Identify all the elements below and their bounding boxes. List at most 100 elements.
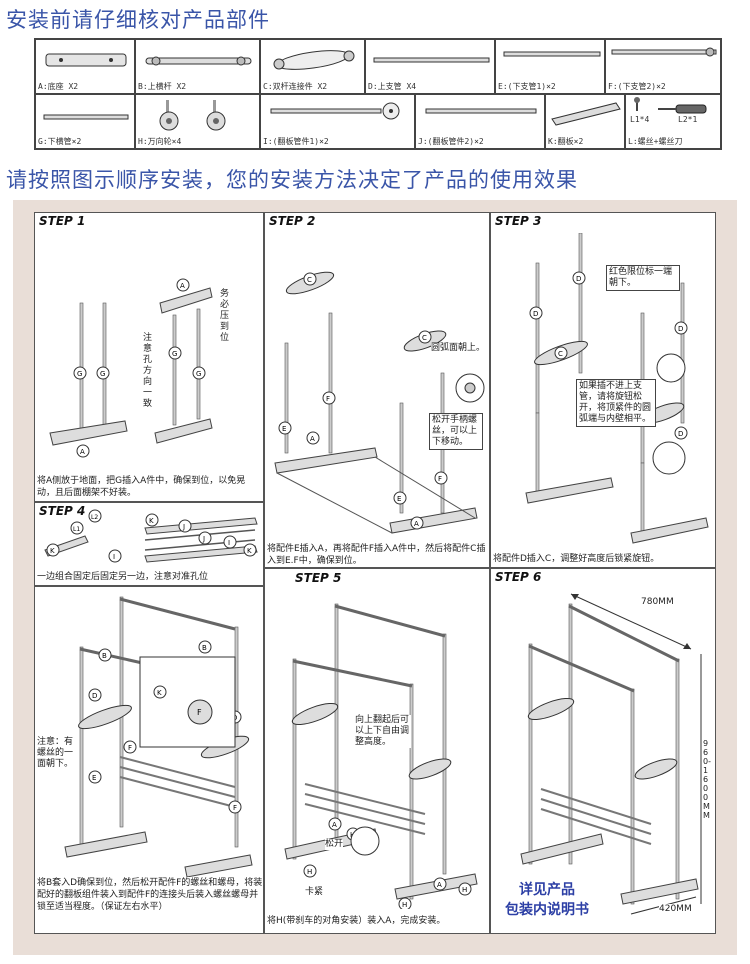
- svg-text:I: I: [228, 539, 230, 547]
- svg-text:E: E: [282, 425, 286, 433]
- install-order-title: 请按照图示顺序安装，您的安装方法决定了产品的使用效果: [6, 168, 578, 192]
- step6-dim-width: 780MM: [641, 597, 674, 608]
- svg-text:D: D: [576, 275, 581, 283]
- see-manual-note: 详见产品 包装内说明书: [505, 880, 589, 920]
- step5-caption: 将H(带刹车的对角安装）装入A，完成安装。: [267, 916, 446, 926]
- step3-note-twist: 如果插不进上支管，请将旋钮松开，将顶紧件的圆弧端与内壁相平。: [576, 379, 656, 427]
- svg-text:J: J: [202, 535, 205, 543]
- step4b-panel: B B D D E F F K F 注意：有螺丝的一面朝下。 将B套入D确保到位…: [34, 586, 264, 934]
- part-l-sub2: L2*1: [678, 115, 698, 124]
- part-l-sub1: L1*4: [630, 115, 650, 124]
- part-b: B:上横杆 X2: [135, 39, 260, 94]
- step6-diagram: [520, 593, 702, 915]
- step1-note-press: 务必压到位: [220, 289, 230, 343]
- step4-note-screw: 注意：有螺丝的一面朝下。: [37, 737, 77, 770]
- step1-label: STEP 1: [39, 214, 86, 228]
- step6-dim-height: 960-1600MM: [703, 739, 713, 820]
- svg-text:E: E: [92, 774, 96, 782]
- parts-check-title: 安装前请仔细核对产品部件: [6, 8, 270, 32]
- svg-text:G: G: [196, 370, 201, 378]
- svg-text:F: F: [438, 475, 442, 483]
- part-c-label: C:双杆连接件 X2: [263, 82, 328, 91]
- part-l: L1*4 L2*1 L:螺丝+螺丝刀: [625, 94, 721, 149]
- svg-text:A: A: [332, 821, 337, 829]
- part-a-label: A:底座 X2: [38, 82, 79, 91]
- svg-text:C: C: [422, 334, 427, 342]
- svg-text:G: G: [172, 350, 177, 358]
- step2-note-knob: 松开手柄螺丝，可以上下移动。: [429, 413, 483, 450]
- step2-note-arc: 圆弧面朝上。: [431, 343, 486, 354]
- step6-dim-depth: 420MM: [659, 904, 692, 915]
- svg-text:B: B: [102, 652, 107, 660]
- step1-note-hole: 注意孔方向一致: [143, 333, 153, 409]
- step4-label: STEP 4: [39, 504, 86, 518]
- part-g: G:下横管×2: [35, 94, 135, 149]
- part-h: H:万向轮×4: [135, 94, 260, 149]
- step4-diagram: L2 L1 K I K J J I K: [44, 509, 258, 563]
- part-e-label: E:(下支管1)×2: [498, 82, 556, 91]
- part-g-label: G:下横管×2: [38, 137, 82, 146]
- svg-text:I: I: [113, 553, 115, 561]
- instruction-frame: STEP 1 G G A A G G 务必压到位 注意孔方向一致 将A侧放于地面…: [13, 200, 737, 955]
- svg-text:C: C: [558, 350, 563, 358]
- svg-text:H: H: [307, 868, 312, 876]
- step4-caption: 一边组合固定后固定另一边，注意对准孔位: [37, 572, 209, 582]
- svg-text:K: K: [149, 517, 154, 525]
- part-c: C:双杆连接件 X2: [260, 39, 365, 94]
- step5-note-flip: 向上翻起后可以上下自由调整高度。: [355, 715, 411, 748]
- step4-caption-bottom: 将B套入D确保到位，然后松开配件F的螺丝和螺母，将装配好的翻板组件装入到配件F的…: [37, 878, 263, 912]
- svg-text:K: K: [247, 547, 252, 555]
- svg-text:J: J: [182, 523, 185, 531]
- part-k: K:翻板×2: [545, 94, 625, 149]
- svg-text:D: D: [678, 430, 683, 438]
- step6-panel: STEP 6 780MM 960-1600MM 420MM: [490, 568, 716, 934]
- part-k-label: K:翻板×2: [548, 137, 584, 146]
- part-f: F:(下支管2)×2: [605, 39, 721, 94]
- step1-caption: 将A侧放于地面，把G插入A件中，确保到位，以免晃动，且后面棚架不好装。: [37, 476, 246, 498]
- see-manual-line1: 详见产品: [519, 882, 575, 898]
- svg-text:L1: L1: [73, 526, 80, 533]
- svg-text:B: B: [202, 644, 207, 652]
- part-d-label: D:上支管 X4: [368, 82, 417, 91]
- svg-text:D: D: [92, 692, 97, 700]
- svg-text:F: F: [128, 744, 132, 752]
- part-l-label: L:螺丝+螺丝刀: [628, 137, 683, 146]
- step6-label: STEP 6: [495, 570, 542, 584]
- step3-label: STEP 3: [495, 214, 542, 228]
- part-f-label: F:(下支管2)×2: [608, 82, 666, 91]
- svg-text:F: F: [326, 395, 330, 403]
- part-h-label: H:万向轮×4: [138, 137, 182, 146]
- step4b-diagram: B B D D E F F K F: [64, 596, 253, 877]
- step2-diagram: C C F E A F E A: [274, 271, 485, 534]
- step5-note-brake: 卡紧: [305, 887, 324, 898]
- svg-text:L2: L2: [91, 514, 98, 521]
- step4-panel: STEP 4 L2 L1 K I K J J I K 一边组合固定后固定另一边，…: [34, 502, 264, 586]
- svg-text:H: H: [402, 901, 407, 909]
- step2-label: STEP 2: [269, 214, 316, 228]
- part-b-label: B:上横杆 X2: [138, 82, 187, 91]
- step3-panel: STEP 3 D D C D D 红色限位标一端朝下。 如果插不进上支管，请将旋…: [490, 212, 716, 568]
- svg-text:A: A: [310, 435, 315, 443]
- see-manual-line2: 包装内说明书: [505, 902, 589, 918]
- svg-text:A: A: [180, 282, 185, 290]
- svg-text:E: E: [397, 495, 401, 503]
- step5-label: STEP 5: [295, 571, 342, 585]
- svg-text:A: A: [414, 520, 419, 528]
- step3-note-red: 红色限位标一端朝下。: [606, 265, 680, 291]
- svg-text:K: K: [157, 689, 162, 697]
- svg-text:G: G: [77, 370, 82, 378]
- step2-caption: 将配件E插入A，再将配件F插入A件中，然后将配件C插入到E.F中，确保到位。: [267, 544, 486, 566]
- svg-text:D: D: [678, 325, 683, 333]
- svg-text:K: K: [50, 547, 55, 555]
- svg-text:F: F: [233, 804, 237, 812]
- step2-panel: STEP 2 C C F E A F E A 圆弧面朝上。 松开手柄螺丝，可以上…: [264, 212, 490, 568]
- step1-diagram: G G A A G G: [49, 278, 213, 458]
- svg-text:A: A: [80, 448, 85, 456]
- parts-table: A:底座 X2 B:上横杆 X2 C:双杆连接件 X2 D:上支管 X4 E:(…: [34, 38, 722, 150]
- step5-panel: STEP 5 A H H A H H 向上翻起后可以上下自由调整高度。 松开 卡…: [264, 568, 490, 934]
- step5-note-loose: 松开: [325, 839, 344, 850]
- part-a: A:底座 X2: [35, 39, 135, 94]
- part-j-label: J:(翻板管件2)×2: [418, 137, 484, 146]
- svg-text:F: F: [197, 708, 202, 717]
- part-d: D:上支管 X4: [365, 39, 495, 94]
